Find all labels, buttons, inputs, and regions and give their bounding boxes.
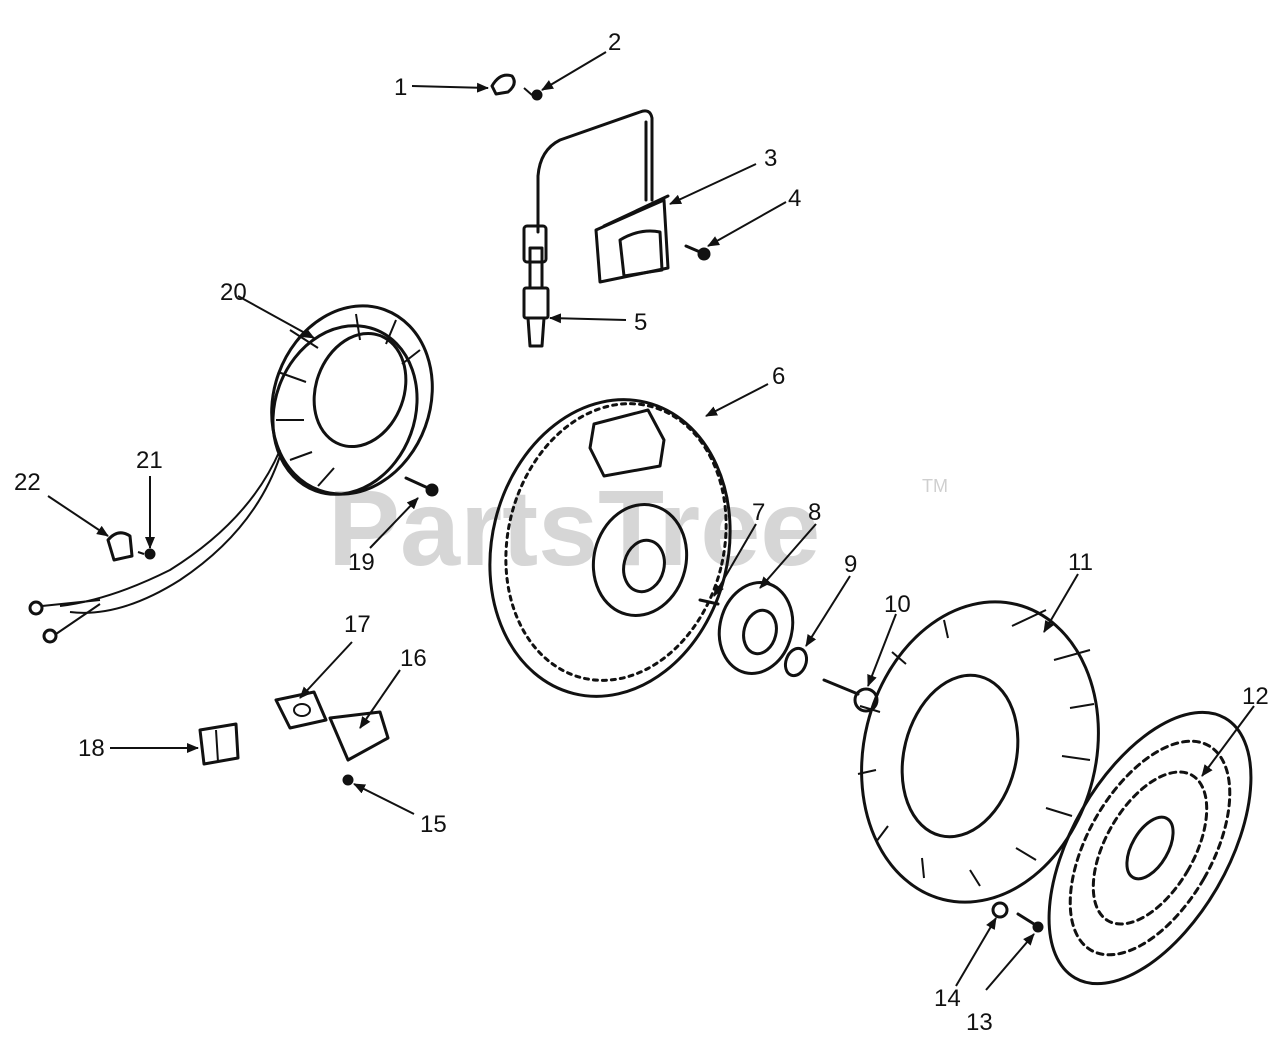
part-18-connector: [198, 722, 240, 766]
callout-8: 8: [808, 499, 821, 526]
callout-22: 22: [14, 469, 41, 496]
callout-10: 10: [884, 591, 911, 618]
watermark-trademark: TM: [922, 476, 948, 496]
callout-labels: 1 2 3 4 5 6 7 8 9 10 11 12 13 14 15 16 1…: [14, 29, 1269, 1036]
part-2-screw: [523, 87, 543, 101]
callout-18: 18: [78, 735, 105, 762]
part-13-screw: [1016, 912, 1044, 933]
callout-3: 3: [764, 145, 777, 172]
callout-20: 20: [220, 279, 247, 306]
callout-21: 21: [136, 447, 163, 474]
part-16-plate: [328, 710, 390, 762]
part-10-bolt: [822, 678, 879, 713]
part-20-stator: [270, 304, 434, 496]
part-4-screw: [684, 244, 711, 261]
callout-9: 9: [844, 551, 857, 578]
callout-17: 17: [344, 611, 371, 638]
callout-5: 5: [634, 309, 647, 336]
part-19-screw: [404, 476, 439, 497]
part-1-wire-clip: [490, 73, 516, 96]
part-14-nut: [991, 901, 1009, 919]
part-3-ignition-module: [522, 109, 670, 284]
callout-14: 14: [934, 985, 961, 1012]
callout-7: 7: [752, 499, 765, 526]
part-12-screen: [1047, 710, 1253, 986]
part-11-fan: [857, 600, 1100, 904]
callout-16: 16: [400, 645, 427, 672]
callout-1: 1: [394, 74, 407, 101]
part-22-clip: [106, 531, 134, 562]
callout-15: 15: [420, 811, 447, 838]
watermark-text: PartsTree: [328, 467, 820, 588]
callout-13: 13: [966, 1009, 993, 1036]
leader-lines: [47, 51, 1255, 991]
callout-12: 12: [1242, 683, 1269, 710]
callout-4: 4: [788, 185, 801, 212]
callout-6: 6: [772, 363, 785, 390]
callout-19: 19: [348, 549, 375, 576]
callout-2: 2: [608, 29, 621, 56]
part-15-screw: [342, 774, 354, 786]
part-21-screw: [137, 548, 156, 560]
callout-11: 11: [1068, 549, 1093, 576]
part-9-washer: [783, 646, 809, 678]
part-7-key: [698, 598, 720, 606]
part-5-spark-plug: [522, 246, 550, 348]
part-8-hub: [717, 581, 795, 675]
stator-lead-wires: [28, 449, 281, 644]
